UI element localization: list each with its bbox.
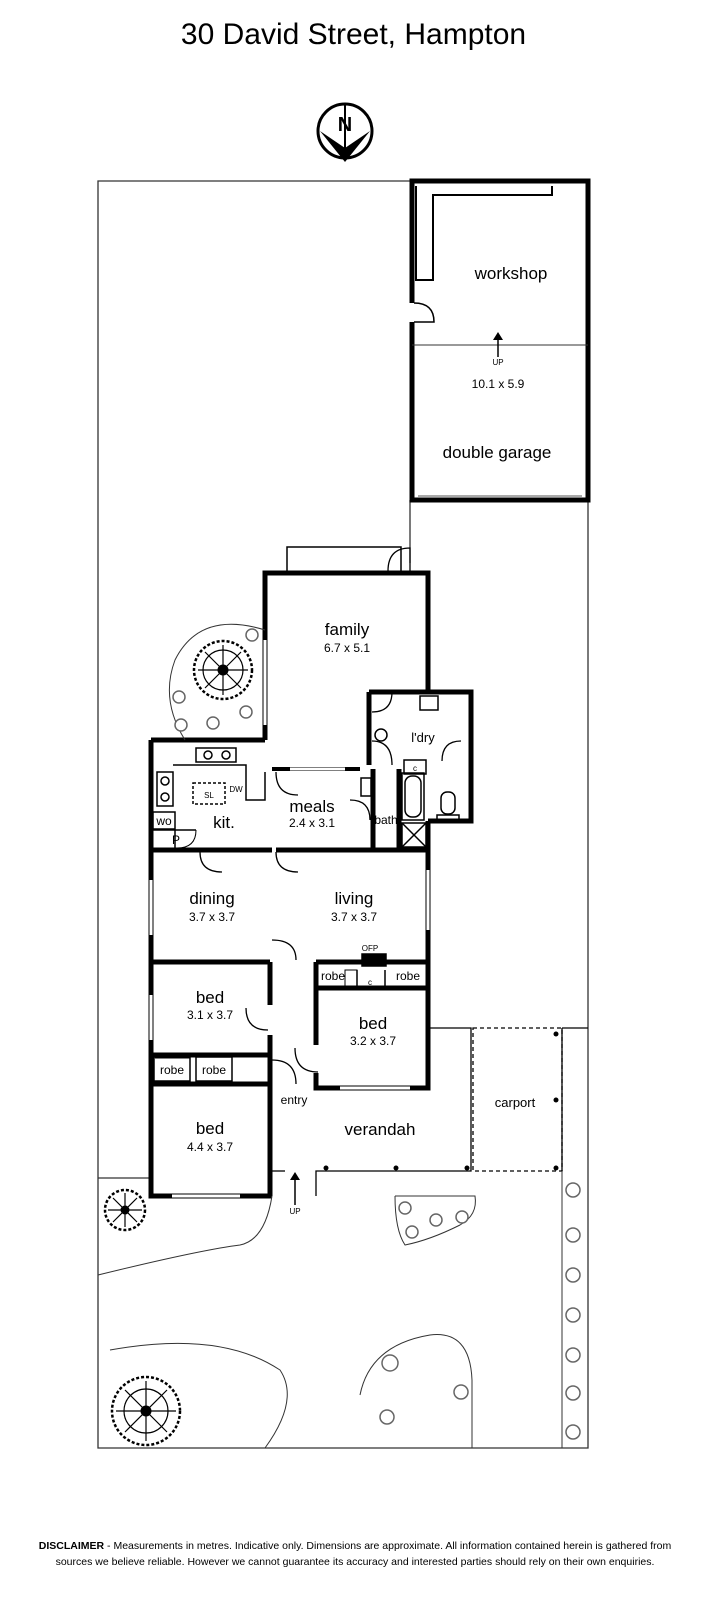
- cupboard-label: c: [368, 978, 372, 987]
- windows: [149, 640, 430, 1198]
- dining-label: dining: [189, 889, 234, 908]
- entry-label: entry: [281, 1093, 308, 1107]
- tree-icon: [110, 1375, 182, 1447]
- meals-label: meals: [289, 797, 334, 816]
- robe-label: robe: [202, 1063, 226, 1077]
- house-walls: [148, 570, 474, 1199]
- window-lines: [148, 640, 431, 1199]
- interior-fixtures: [152, 546, 460, 1082]
- bed-3-label: bed: [196, 1119, 224, 1138]
- laundry-label: l'dry: [411, 730, 435, 745]
- entry-up-arrow-icon: [290, 1172, 300, 1205]
- verandah-outline: [272, 1027, 588, 1196]
- bed-1-label: bed: [196, 988, 224, 1007]
- dishwasher-label: DW: [229, 785, 243, 794]
- workshop-label: workshop: [474, 264, 548, 283]
- dining-dimensions: 3.7 x 3.7: [189, 910, 235, 924]
- verandah-label: verandah: [345, 1120, 416, 1139]
- tree-icon: [192, 639, 254, 701]
- family-label: family: [325, 620, 370, 639]
- disclaimer: DISCLAIMER - Measurements in metres. Ind…: [30, 1538, 680, 1570]
- compass-letter: N: [338, 114, 352, 136]
- robe-label: robe: [160, 1063, 184, 1077]
- verandah-posts: [323, 1031, 559, 1171]
- garage-building: [409, 178, 591, 503]
- garage-label: double garage: [443, 443, 552, 462]
- garage-dimensions: 10.1 x 5.9: [472, 377, 525, 391]
- meals-dimensions: 2.4 x 3.1: [289, 816, 335, 830]
- bed-3-dimensions: 4.4 x 3.7: [187, 1140, 233, 1154]
- bath-label: bath: [374, 813, 397, 827]
- kitchen-label: kit.: [213, 813, 235, 832]
- pantry-label: P: [172, 833, 180, 847]
- garden-paths: [97, 623, 563, 1449]
- robe-label: robe: [321, 969, 345, 983]
- tree-icon: [103, 1188, 147, 1232]
- disclaimer-text: - Measurements in metres. Indicative onl…: [55, 1540, 672, 1568]
- living-dimensions: 3.7 x 3.7: [331, 910, 377, 924]
- robe-label: robe: [396, 969, 420, 983]
- page-title: 30 David Street, Hampton: [180, 18, 527, 51]
- carport-label: carport: [495, 1095, 536, 1110]
- sink-label: SL: [204, 791, 214, 800]
- bed-2-dimensions: 3.2 x 3.7: [350, 1034, 396, 1048]
- door-swings: [199, 547, 462, 1085]
- shrub-icons: [172, 628, 581, 1440]
- entry-up-label: UP: [289, 1207, 300, 1216]
- wall-oven-label: wo: [155, 814, 172, 828]
- family-dimensions: 6.7 x 5.1: [324, 641, 370, 655]
- compass-icon: N: [316, 102, 374, 162]
- bed-1-dimensions: 3.1 x 3.7: [187, 1008, 233, 1022]
- living-label: living: [335, 889, 374, 908]
- bed-2-label: bed: [359, 1014, 387, 1033]
- disclaimer-heading: DISCLAIMER: [38, 1540, 105, 1552]
- laundry-cupboard-label: c: [413, 764, 417, 773]
- property-boundary: [97, 180, 589, 1449]
- garage-up-label: UP: [492, 358, 503, 367]
- open-fireplace-label: OFP: [362, 944, 378, 953]
